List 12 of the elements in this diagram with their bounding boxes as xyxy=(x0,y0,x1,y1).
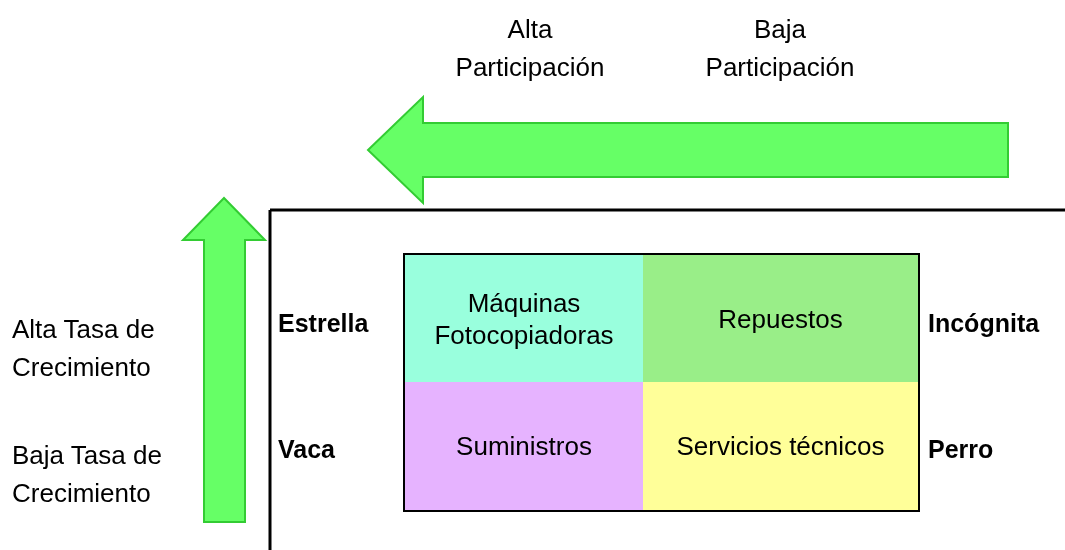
quadrant-cell: Suministros xyxy=(403,382,645,512)
axis-label: Alta Participación xyxy=(454,13,606,84)
quadrant-name: Estrella xyxy=(278,308,370,339)
quadrant-name: Incógnita xyxy=(928,308,1041,339)
quadrant-cell: Máquinas Fotocopiadoras xyxy=(403,253,645,384)
quadrant-name: Perro xyxy=(928,434,995,465)
quadrant-name: Vaca xyxy=(278,434,336,465)
quadrant-cell: Servicios técnicos xyxy=(643,382,920,512)
quadrant-cell: Repuestos xyxy=(643,253,920,384)
axis-label: Baja Tasa de Crecimiento xyxy=(12,439,163,510)
axis-label: Baja Participación xyxy=(704,13,856,84)
axis-label: Alta Tasa de Crecimiento xyxy=(12,313,156,384)
